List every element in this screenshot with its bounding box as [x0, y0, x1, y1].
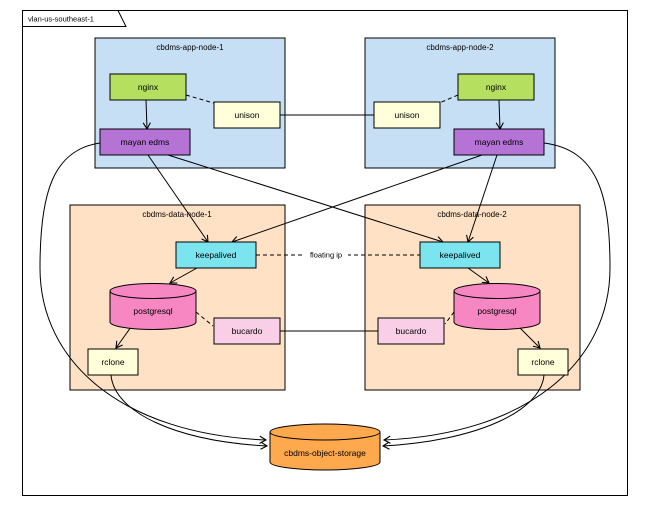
- mayan-edms-2-label: mayan edms: [475, 137, 524, 147]
- rclone-2-box: [517, 348, 569, 376]
- edge-nginx2-mayan2: [495, 99, 504, 131]
- unison-2-box: [373, 101, 441, 129]
- edge-mayan1-storage: [39, 142, 268, 444]
- data-node-2-title: cbdms-data-node-2: [437, 210, 507, 219]
- edge-keepalived2-postgresql2: [467, 267, 490, 284]
- edge-postgresql2-rclone2: [518, 326, 541, 349]
- edge-postgresql1-rclone1: [115, 326, 132, 349]
- app-node-1-title: cbdms-app-node-1: [156, 43, 224, 52]
- edge-nginx1-mayan1: [142, 99, 151, 131]
- keepalived-1-label: keepalived: [196, 250, 237, 260]
- rclone-1-label: rclone: [101, 357, 124, 367]
- nginx-1-label: nginx: [138, 82, 159, 92]
- edge-mayan2-keepalived2: [466, 154, 498, 244]
- edge-mayan2-keepalived1: [230, 154, 483, 244]
- mayan-edms-2-box: [453, 128, 545, 156]
- unison-1-label: unison: [234, 110, 259, 120]
- postgresql-1-cylinder: [109, 290, 197, 330]
- object-storage-cylinder-top: [269, 423, 381, 441]
- postgresql-2-cylinder-top: [453, 283, 541, 299]
- data-node-1-title: cbdms-data-node-1: [142, 210, 212, 219]
- rclone-2-label: rclone: [531, 357, 554, 367]
- edge-postgresql2-bucardo2: [444, 311, 455, 325]
- edge-mayan1-keepalived2: [167, 154, 445, 245]
- edge-mayan1-keepalived1: [147, 154, 209, 243]
- unison-1-box: [213, 101, 281, 129]
- nginx-1-box: [109, 73, 187, 101]
- keepalived-1-box: [175, 241, 257, 269]
- bucardo-1-label: bucardo: [232, 326, 263, 336]
- keepalived-2-box: [419, 241, 501, 269]
- unison-2-label: unison: [394, 110, 419, 120]
- edge-rclone2-storage: [381, 374, 545, 450]
- postgresql-1-cylinder-top: [109, 283, 197, 299]
- nginx-2-box: [457, 73, 535, 101]
- floating-ip-label-bg: [304, 248, 348, 261]
- edge-mayan2-storage: [382, 142, 611, 444]
- rclone-1-box: [87, 348, 139, 376]
- postgresql-1-label: postgresql: [133, 306, 172, 316]
- edge-rclone1-storage: [110, 374, 269, 450]
- bucardo-2-box: [377, 317, 445, 345]
- mayan-edms-1-box: [99, 128, 191, 156]
- edge-postgresql1-bucardo1: [195, 311, 214, 327]
- object-storage-label: cbdms-object-storage: [284, 448, 366, 458]
- edge-nginx2-unison2: [436, 94, 459, 105]
- object-storage-cylinder: [269, 431, 381, 471]
- bucardo-1-box: [213, 317, 281, 345]
- vlan-tab: [22, 10, 127, 27]
- vlan-label: vlan-us-southeast-1: [28, 15, 94, 24]
- edge-nginx1-unison1: [185, 94, 218, 105]
- app-node-2-title: cbdms-app-node-2: [426, 43, 494, 52]
- postgresql-2-label: postgresql: [477, 306, 516, 316]
- keepalived-2-label: keepalived: [440, 250, 481, 260]
- postgresql-2-cylinder: [453, 290, 541, 330]
- bucardo-2-label: bucardo: [396, 326, 427, 336]
- nginx-2-label: nginx: [486, 82, 507, 92]
- floating-ip-label: floating ip: [310, 251, 342, 260]
- mayan-edms-1-label: mayan edms: [121, 137, 170, 147]
- edge-keepalived1-postgresql1: [169, 267, 198, 284]
